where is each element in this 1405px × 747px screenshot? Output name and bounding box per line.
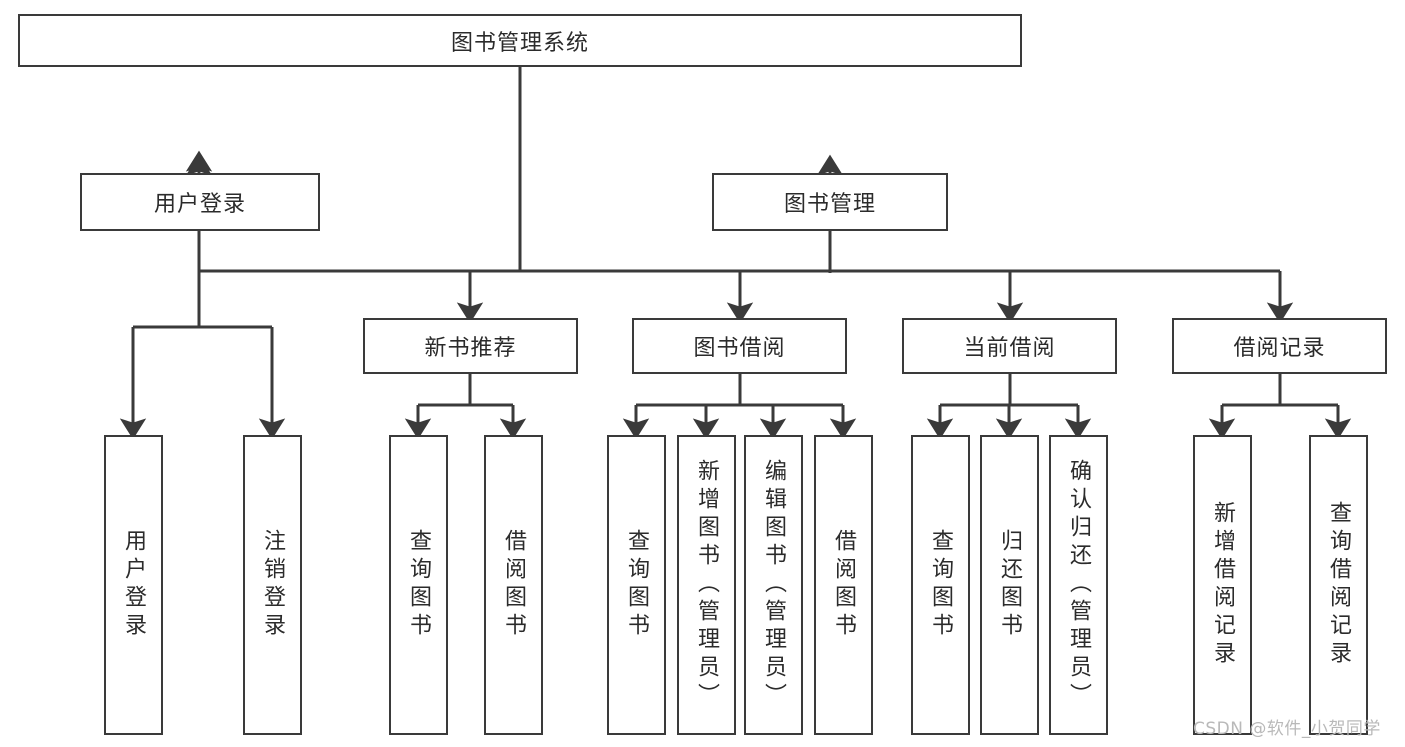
node-borrow-record[interactable]: 借阅记录 (1172, 318, 1387, 374)
node-leaf-add-borrow-record[interactable]: 新增借阅记录 (1193, 435, 1252, 735)
node-current-borrow-label: 当前借阅 (963, 336, 1056, 361)
node-leaf-return-book-label: 归还图书 (997, 529, 1023, 641)
node-book-management[interactable]: 图书管理 (712, 173, 948, 231)
node-new-book-recommend-label: 新书推荐 (424, 336, 517, 361)
watermark: CSDN @软件_小贺同学 (1193, 719, 1381, 739)
node-leaf-logout-label: 注销登录 (260, 529, 286, 641)
node-new-book-recommend[interactable]: 新书推荐 (363, 318, 578, 374)
node-leaf-query-borrow-record[interactable]: 查询借阅记录 (1309, 435, 1368, 735)
node-leaf-borrow-book-label: 借阅图书 (831, 529, 857, 641)
node-book-management-label: 图书管理 (783, 192, 876, 217)
node-current-borrow[interactable]: 当前借阅 (902, 318, 1117, 374)
node-leaf-user-login[interactable]: 用户登录 (104, 435, 163, 735)
node-leaf-confirm-return-admin[interactable]: 确认归还（管理员） (1049, 435, 1108, 735)
node-leaf-edit-book-admin-label: 编辑图书（管理员） (761, 459, 787, 711)
node-leaf-confirm-return-admin-label: 确认归还（管理员） (1066, 459, 1092, 711)
node-leaf-borrow-book-rec-label: 借阅图书 (501, 529, 527, 641)
node-leaf-add-borrow-record-label: 新增借阅记录 (1210, 501, 1236, 669)
node-root-label: 图书管理系统 (450, 30, 589, 56)
node-user-login[interactable]: 用户登录 (80, 173, 320, 231)
node-leaf-query-borrow-record-label: 查询借阅记录 (1326, 501, 1352, 669)
node-leaf-return-book[interactable]: 归还图书 (980, 435, 1039, 735)
node-leaf-logout[interactable]: 注销登录 (243, 435, 302, 735)
node-leaf-edit-book-admin[interactable]: 编辑图书（管理员） (744, 435, 803, 735)
node-borrow-record-label: 借阅记录 (1233, 336, 1326, 361)
node-leaf-query-book-rec[interactable]: 查询图书 (389, 435, 448, 735)
node-leaf-borrow-book-rec[interactable]: 借阅图书 (484, 435, 543, 735)
node-leaf-query-book-borrow[interactable]: 查询图书 (607, 435, 666, 735)
node-leaf-borrow-book[interactable]: 借阅图书 (814, 435, 873, 735)
node-leaf-query-book-borrow-label: 查询图书 (624, 529, 650, 641)
node-leaf-query-book-current-label: 查询图书 (928, 529, 954, 641)
node-root[interactable]: 图书管理系统 (18, 14, 1022, 67)
node-leaf-user-login-label: 用户登录 (121, 529, 147, 641)
node-leaf-query-book-current[interactable]: 查询图书 (911, 435, 970, 735)
node-leaf-query-book-rec-label: 查询图书 (406, 529, 432, 641)
node-book-borrow[interactable]: 图书借阅 (632, 318, 847, 374)
node-leaf-add-book-admin-label: 新增图书（管理员） (694, 459, 720, 711)
node-user-login-label: 用户登录 (153, 192, 246, 217)
node-leaf-add-book-admin[interactable]: 新增图书（管理员） (677, 435, 736, 735)
node-book-borrow-label: 图书借阅 (693, 336, 786, 361)
